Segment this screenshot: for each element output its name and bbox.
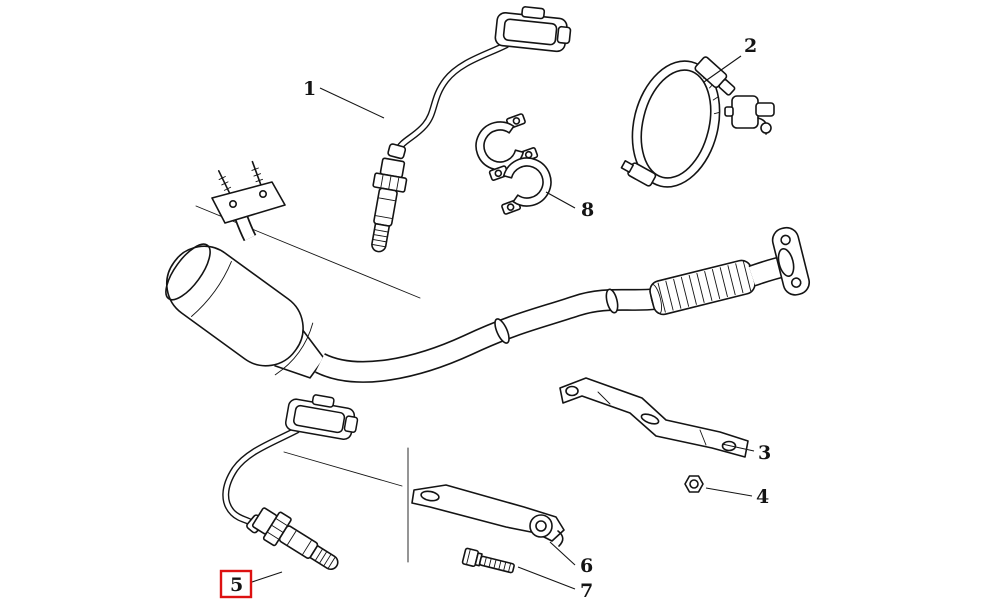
leader-line-6 [549, 541, 576, 566]
part-number-1[interactable]: 1 [303, 78, 316, 100]
selected-part-highlight [219, 569, 253, 599]
hanger-fitting [724, 95, 775, 135]
leader-line-5 [251, 571, 283, 583]
sensor-body [361, 156, 411, 256]
leader-line-7 [517, 566, 576, 590]
part-hotspot-2[interactable]: 2 [703, 35, 757, 83]
part-hotspot-3[interactable]: 3 [721, 442, 771, 464]
leader-line-2 [703, 55, 742, 83]
pipe-collar [605, 288, 619, 314]
part-number-4[interactable]: 4 [756, 486, 769, 508]
part-number-6[interactable]: 6 [580, 555, 593, 577]
catalytic-converter-drawing [165, 160, 325, 379]
hex-bolt-drawing [461, 547, 515, 574]
cable-grommet [387, 143, 407, 160]
part-hotspot-1[interactable]: 1 [303, 78, 385, 119]
hex-nut-drawing [684, 475, 704, 493]
part-hotspot-4[interactable]: 4 [705, 486, 769, 508]
sensor-body [248, 502, 346, 581]
part-number-2[interactable]: 2 [744, 35, 757, 57]
flex-coupling-drawing [649, 259, 756, 316]
part-hotspot-6[interactable]: 6 [549, 541, 593, 577]
oxygen-sensor-rear-drawing [222, 389, 362, 581]
part-number-5[interactable]: 5 [230, 574, 243, 596]
oxygen-sensor-front-drawing [361, 3, 574, 256]
band-clamp-drawing [620, 56, 775, 188]
part-number-8[interactable]: 8 [581, 199, 594, 221]
part-number-7[interactable]: 7 [580, 580, 593, 600]
part-hotspot-5[interactable]: 5 [219, 569, 283, 599]
leader-line-1 [319, 87, 385, 119]
pipe-clamp-halves-drawing [468, 111, 559, 217]
part-number-3[interactable]: 3 [758, 442, 771, 464]
leader-line-8 [545, 191, 576, 209]
exhaust-pipe-drawing [315, 226, 811, 383]
sensor-connector [493, 3, 574, 54]
converter-body [165, 243, 325, 379]
end-flange-drawing [771, 226, 811, 296]
clamp-half-lower [487, 150, 559, 217]
leader-line-3 [721, 443, 755, 452]
part-hotspot-8[interactable]: 8 [545, 191, 594, 221]
part-hotspot-7[interactable]: 7 [517, 566, 593, 600]
inlet-flange [211, 181, 286, 224]
support-bracket-drawing [559, 377, 749, 458]
worm-screw-housing [694, 56, 736, 96]
band-fitting [620, 159, 657, 187]
leader-line-4 [705, 487, 753, 497]
pipe-collar [494, 318, 510, 344]
mounting-bracket-drawing [411, 484, 565, 547]
